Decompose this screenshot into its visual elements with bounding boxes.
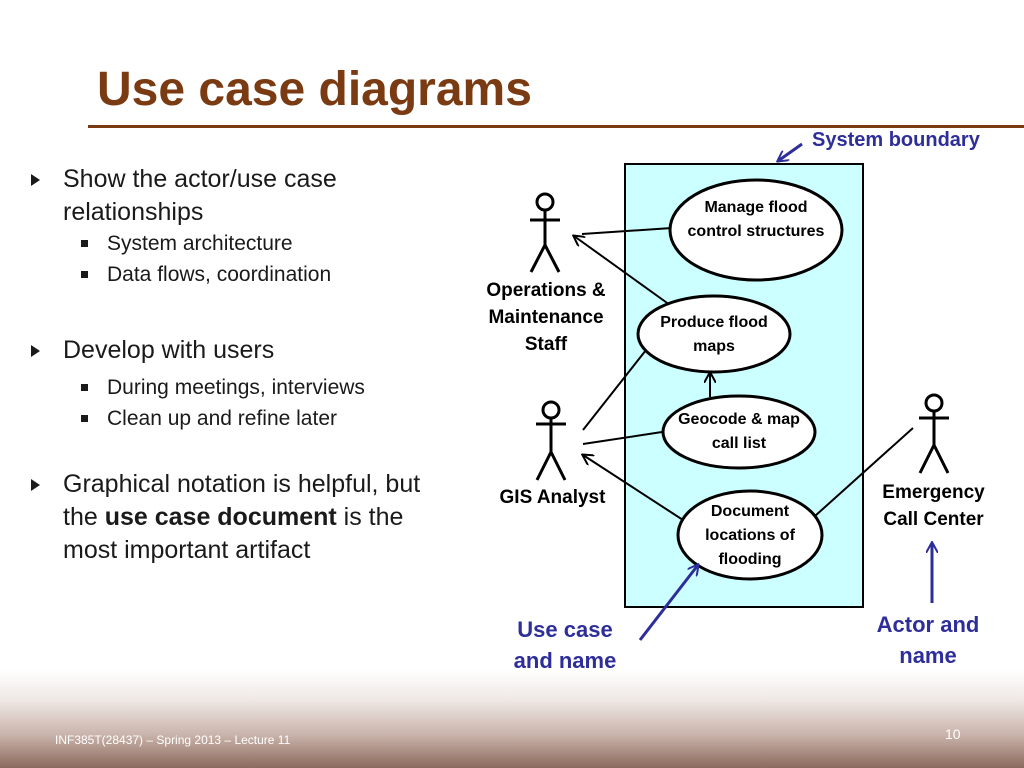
use-case-manage-ellipse — [668, 178, 844, 282]
footer-course-info: INF385T(28437) – Spring 2013 – Lecture 1… — [55, 733, 291, 747]
actor-label-operations: Operations & Maintenance Staff — [486, 280, 606, 355]
emphasis-use-case-document: use case document — [104, 503, 337, 531]
sub-bullet-refine: Clean up and refine later — [81, 407, 337, 431]
page-number: 10 — [945, 726, 961, 742]
use-case-label-document: Document locations of flooding — [705, 503, 795, 568]
use-case-document-ellipse — [676, 489, 824, 581]
title-divider — [88, 125, 1024, 128]
sub-bullet-meetings: During meetings, interviews — [81, 376, 365, 400]
bullet-develop-with-users: Develop with users — [31, 334, 403, 367]
use-case-produce-ellipse — [636, 294, 792, 374]
use-case-geocode-ellipse — [661, 394, 817, 470]
line-ops-manage — [581, 227, 673, 235]
arrow-system-boundary — [778, 142, 803, 161]
line-emergency-document — [814, 427, 914, 517]
actor-label-emergency: Emergency Call Center — [882, 482, 985, 530]
arrow-produce-to-ops — [574, 236, 671, 306]
slide-title: Use case diagrams — [97, 63, 532, 116]
annotation-system-boundary: System boundary — [812, 129, 980, 151]
arrow-use-case-name — [638, 565, 698, 641]
use-case-label-produce: Produce flood maps — [660, 314, 768, 355]
actor-emergency-call-center-icon — [918, 393, 950, 474]
annotation-use-case-name: Use case and name — [513, 617, 617, 673]
square-bullet-icon — [81, 271, 88, 278]
actor-operations-icon — [529, 192, 561, 273]
bullet-graphical-notation: Graphical notation is helpful, but the u… — [31, 468, 428, 567]
square-bullet-icon — [81, 240, 88, 247]
annotation-actor-name: Actor and name — [876, 612, 980, 668]
square-bullet-icon — [81, 415, 88, 422]
sub-bullet-system-architecture: System architecture — [81, 232, 293, 256]
actor-label-gis-analyst: GIS Analyst — [499, 487, 606, 508]
sub-bullet-data-flows: Data flows, coordination — [81, 263, 331, 287]
square-bullet-icon — [81, 384, 88, 391]
use-case-label-manage: Manage flood control structures — [687, 199, 825, 240]
bullet-text: Show the actor/use case relationships — [63, 165, 337, 226]
bullet-arrow-icon — [31, 345, 40, 357]
bullet-arrow-icon — [31, 174, 40, 186]
bullet-arrow-icon — [31, 479, 40, 491]
line-gis-geocode — [582, 431, 663, 445]
bullet-text: Develop with users — [63, 336, 275, 364]
actor-gis-analyst-icon — [535, 400, 567, 481]
bullet-actor-relationships: Show the actor/use case relationships — [31, 163, 393, 229]
use-case-label-geocode: Geocode & map call list — [678, 411, 800, 452]
line-gis-produce — [582, 344, 651, 431]
arrow-document-to-gis — [583, 455, 684, 521]
